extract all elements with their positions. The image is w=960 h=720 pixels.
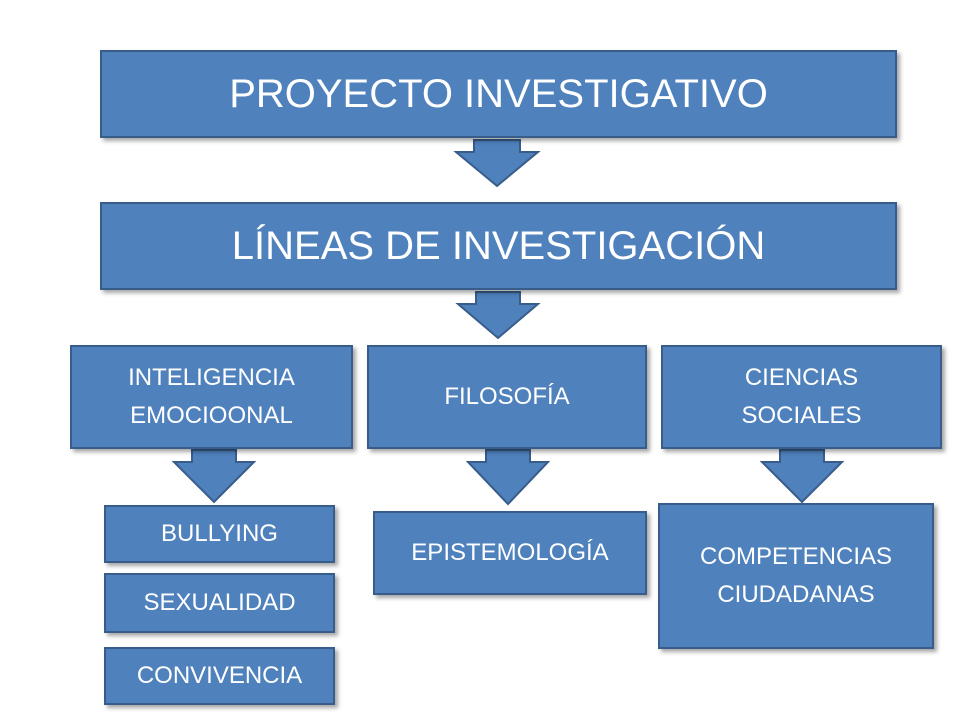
filosofia-label: FILOSOFÍA [444,383,570,410]
sexualidad-label: SEXUALIDAD [143,589,296,616]
arrow-filosofia-to-epistemologia [465,449,551,506]
bullying-box: BULLYING [104,505,335,563]
competencias-label-line-1: COMPETENCIAS [699,543,893,570]
arrow-proyecto-to-lineas [453,139,541,188]
proyecto-investigativo-box: PROYECTO INVESTIGATIVO [100,50,897,138]
ciencias-label-line-1: CIENCIAS [744,364,859,391]
inteligencia-label-line-1: INTELIGENCIA [128,364,295,391]
ciencias-sociales-box: CIENCIAS SOCIALES [661,345,942,449]
arrow-lineas-to-branches [455,291,541,340]
epistemologia-box: EPISTEMOLOGÍA [373,511,647,595]
sexualidad-box: SEXUALIDAD [104,573,335,633]
filosofia-box: FILOSOFÍA [367,345,647,449]
epistemologia-label: EPISTEMOLOGÍA [411,539,609,566]
convivencia-label: CONVIVENCIA [136,662,303,689]
competencias-label-line-2: CIUDADANAS [717,581,875,608]
lineas-de-investigacion-label: LÍNEAS DE INVESTIGACIÓN [231,223,766,268]
arrow-ciencias-to-competencias [759,449,845,504]
proyecto-investigativo-label: PROYECTO INVESTIGATIVO [229,71,768,116]
inteligencia-emocional-box: INTELIGENCIA EMOCIOONAL [70,345,353,449]
inteligencia-label-line-2: EMOCIOONAL [130,402,293,429]
ciencias-label-line-2: SOCIALES [741,402,862,429]
arrow-inteligencia-to-children [171,449,257,504]
bullying-label: BULLYING [161,520,278,547]
convivencia-box: CONVIVENCIA [104,647,335,705]
lineas-de-investigacion-box: LÍNEAS DE INVESTIGACIÓN [100,202,897,290]
competencias-ciudadanas-box: COMPETENCIAS CIUDADANAS [658,503,934,649]
